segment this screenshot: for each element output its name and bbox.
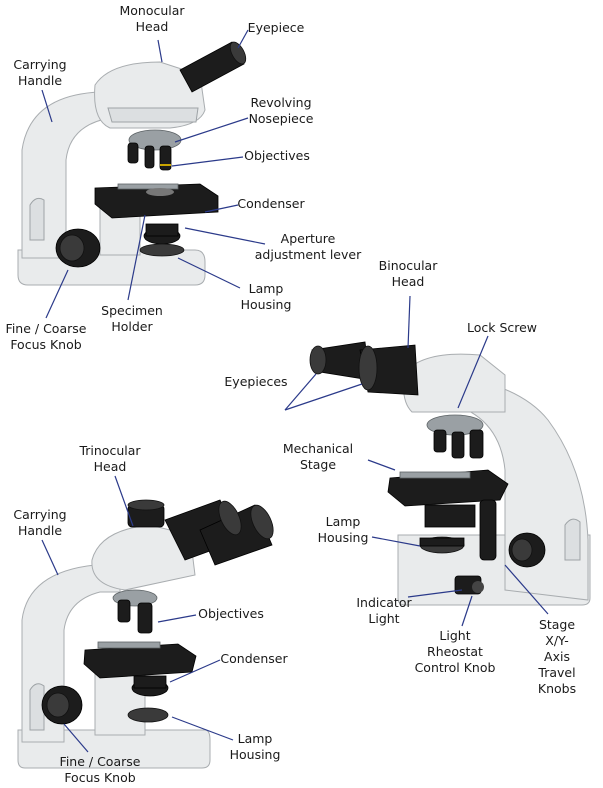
label-specimen-holder: Specimen Holder [101, 303, 163, 334]
label-aperture-lever: Aperture adjustment lever [254, 231, 362, 262]
label-binocular-head: Binocular Head [378, 258, 438, 289]
label-light-rheostat: Light Rheostat Control Knob [414, 628, 496, 675]
label-monocular-head: Monocular Head [119, 3, 185, 34]
label-focus-knob-bottom: Fine / Coarse Focus Knob [59, 754, 141, 785]
monocular-eyepiece [179, 41, 247, 93]
binocular-stage-knob [508, 532, 546, 568]
label-stage-travel-knobs: Stage X/Y- Axis Travel Knobs [537, 617, 577, 696]
label-objectives-top: Objectives [244, 148, 310, 163]
trinocular-microscope [17, 499, 274, 769]
label-lamp-housing-bottom: Lamp Housing [229, 731, 281, 762]
label-lock-screw: Lock Screw [466, 320, 538, 335]
label-objectives-bottom: Objectives [198, 606, 264, 621]
leader-lines [41, 29, 549, 753]
binocular-eyepieces [309, 341, 419, 396]
label-condenser-bottom: Condenser [220, 651, 288, 666]
binocular-microscope [309, 341, 591, 606]
trinocular-focus-knob [41, 685, 83, 725]
monocular-microscope [17, 41, 247, 286]
label-lamp-housing-right: Lamp Housing [317, 514, 369, 545]
label-carrying-handle-top: Carrying Handle [13, 57, 67, 88]
label-revolving-nosepiece: Revolving Nosepiece [248, 95, 314, 126]
label-condenser-top: Condenser [237, 196, 305, 211]
label-mechanical-stage: Mechanical Stage [282, 441, 354, 472]
label-carrying-handle-bottom: Carrying Handle [13, 507, 67, 538]
label-lamp-housing-top: Lamp Housing [240, 281, 292, 312]
label-indicator-light: Indicator Light [356, 595, 412, 626]
label-eyepieces: Eyepieces [224, 374, 288, 389]
monocular-focus-knob [55, 228, 101, 268]
label-eyepiece: Eyepiece [247, 20, 305, 35]
label-focus-knob-top: Fine / Coarse Focus Knob [5, 321, 87, 352]
label-trinocular-head: Trinocular Head [79, 443, 141, 474]
